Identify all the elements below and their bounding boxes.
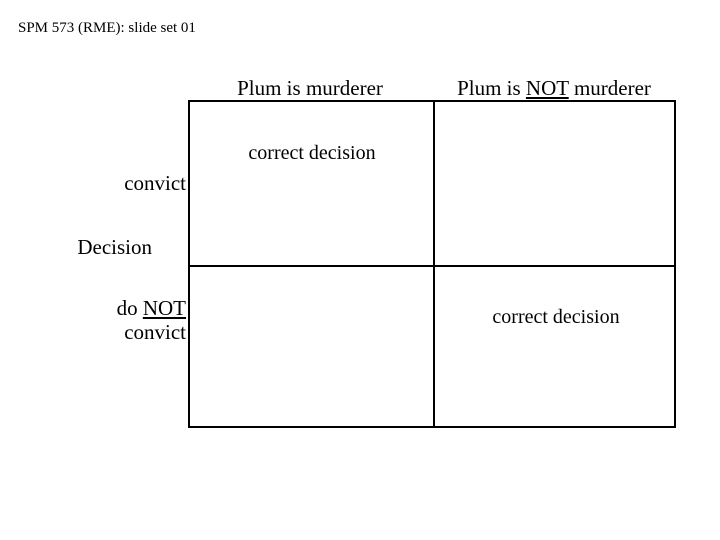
grid-vertical-divider (433, 102, 435, 426)
row-label-2-line2: convict (124, 319, 186, 344)
matrix-cell-bottom-right-text: correct decision (492, 306, 620, 328)
column-header-2-post: murderer (568, 76, 651, 100)
column-header-2-emph: NOT (525, 76, 569, 100)
matrix-cell-top-left-text: correct decision (248, 142, 376, 164)
column-header-plum-is-murderer: Plum is murderer (188, 76, 432, 101)
grid-horizontal-divider (190, 265, 674, 267)
matrix-cell-top-left: correct decision (190, 102, 434, 266)
row-label-convict: convict (0, 171, 188, 196)
matrix-cell-bottom-right: correct decision (434, 266, 678, 430)
decision-matrix-grid: correct decision correct decision (188, 100, 676, 428)
column-header-1-pre: Plum is (237, 76, 306, 100)
column-header-2-pre: Plum is (457, 76, 526, 100)
matrix-cell-bottom-left (190, 266, 434, 430)
row-label-2-emph: NOT (142, 296, 186, 320)
row-label-1-text: convict (124, 171, 186, 195)
column-header-plum-is-not-murderer: Plum is NOT murderer (432, 76, 676, 101)
row-label-2-pre: do (116, 296, 143, 320)
decision-axis-label: Decision (77, 235, 152, 259)
slide-header-text: SPM 573 (RME): slide set 01 (18, 20, 196, 36)
matrix-cell-top-right (434, 102, 678, 266)
column-header-1-post: murderer (305, 76, 383, 100)
